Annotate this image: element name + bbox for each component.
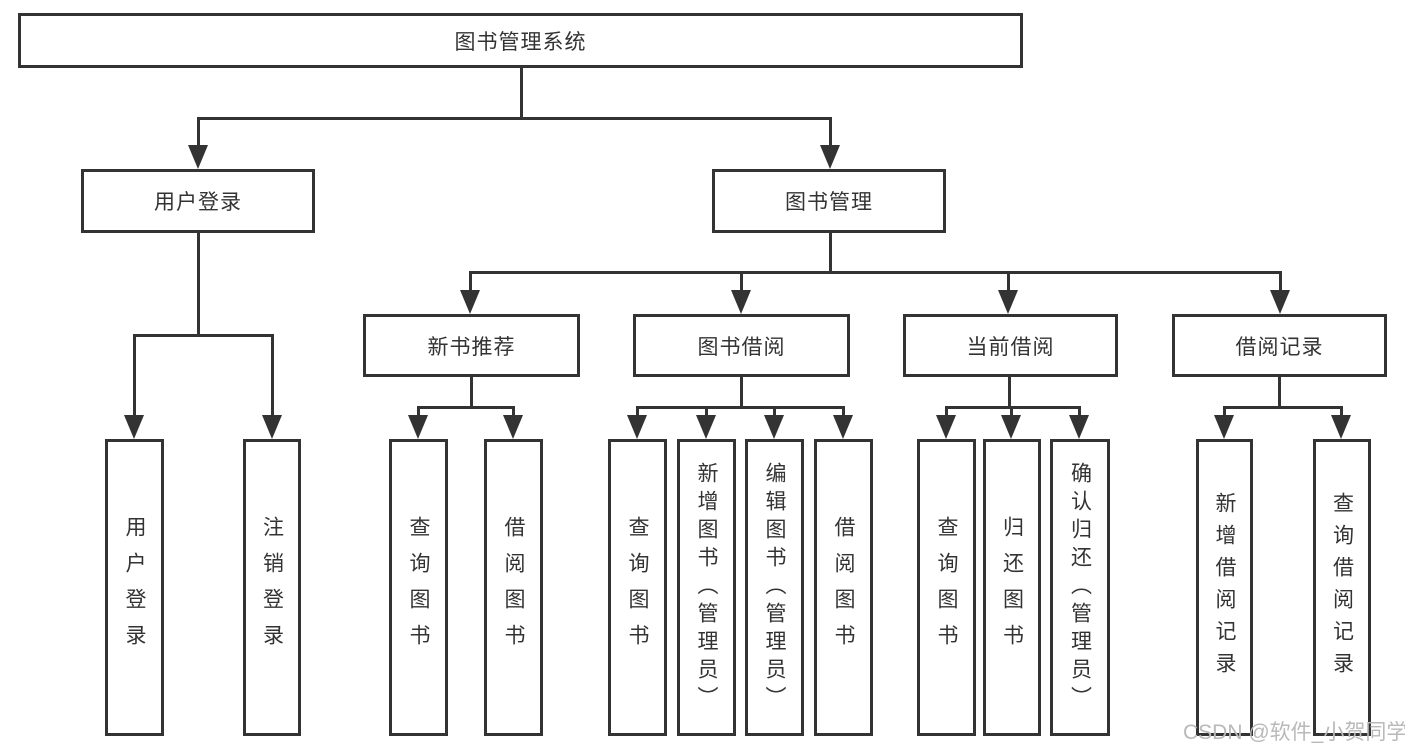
node-user-login-branch: 用户登录 [81, 169, 315, 233]
connector-line [1223, 406, 1343, 409]
connector-line [740, 271, 743, 292]
connector-line [842, 406, 845, 417]
arrowhead-down-icon [998, 290, 1018, 314]
node-root-library-management-system: 图书管理系统 [18, 13, 1023, 68]
leaf-user-login-label: 用户登录 [123, 515, 146, 660]
connector-line [636, 406, 639, 417]
node-book-borrowing: 图书借阅 [633, 314, 850, 377]
leaf-add-books-admin-label: 新增图书（管理员） [695, 461, 718, 714]
leaf-query-books-2: 查询图书 [608, 439, 667, 736]
leaf-edit-books-admin-label: 编辑图书（管理员） [763, 461, 786, 714]
leaf-borrow-books-1: 借阅图书 [484, 439, 543, 736]
connector-line [512, 406, 515, 417]
connector-line [1078, 406, 1081, 417]
connector-line [271, 334, 274, 417]
arrowhead-down-icon [731, 290, 751, 314]
arrowhead-down-icon [188, 145, 208, 169]
leaf-confirm-return-admin-label: 确认归还（管理员） [1068, 461, 1092, 714]
connector-line [829, 233, 832, 274]
arrowhead-down-icon [1214, 415, 1234, 439]
leaf-query-books-2-label: 查询图书 [626, 515, 649, 660]
leaf-return-books-label: 归还图书 [1000, 515, 1024, 660]
node-current-borrowing: 当前借阅 [903, 314, 1118, 377]
connector-line [197, 117, 200, 147]
connector-line [705, 406, 708, 417]
arrowhead-down-icon [408, 415, 428, 439]
connector-line [945, 406, 948, 417]
leaf-add-borrow-record: 新增借阅记录 [1196, 439, 1253, 736]
arrowhead-down-icon [1069, 415, 1089, 439]
connector-line [133, 334, 136, 417]
arrowhead-down-icon [696, 415, 716, 439]
leaf-add-borrow-record-label: 新增借阅记录 [1213, 491, 1236, 684]
leaf-query-books-1: 查询图书 [389, 439, 448, 736]
connector-line [740, 377, 743, 409]
arrowhead-down-icon [1331, 415, 1351, 439]
node-new-book-recommendation: 新书推荐 [363, 314, 580, 377]
leaf-borrow-books-1-label: 借阅图书 [502, 515, 525, 660]
arrowhead-down-icon [764, 415, 784, 439]
node-book-management-branch: 图书管理 [712, 169, 946, 233]
connector-line [1278, 377, 1281, 409]
leaf-confirm-return-admin: 确认归还（管理员） [1050, 439, 1110, 736]
arrowhead-down-icon [627, 415, 647, 439]
connector-line [1007, 271, 1010, 292]
leaf-return-books: 归还图书 [983, 439, 1041, 736]
arrowhead-down-icon [124, 415, 144, 439]
leaf-query-books-3: 查询图书 [917, 439, 976, 736]
arrowhead-down-icon [820, 145, 840, 169]
connector-line [1008, 377, 1011, 409]
connector-line [1279, 271, 1282, 292]
connector-line [1223, 406, 1226, 417]
leaf-query-borrow-record: 查询借阅记录 [1313, 439, 1371, 736]
leaf-add-books-admin: 新增图书（管理员） [677, 439, 736, 736]
arrowhead-down-icon [1270, 290, 1290, 314]
leaf-edit-books-admin: 编辑图书（管理员） [745, 439, 804, 736]
leaf-query-books-3-label: 查询图书 [935, 515, 958, 660]
arrowhead-down-icon [262, 415, 282, 439]
leaf-query-borrow-record-label: 查询借阅记录 [1330, 491, 1354, 684]
connector-line [636, 406, 845, 409]
arrowhead-down-icon [833, 415, 853, 439]
connector-line [197, 117, 832, 120]
connector-line [469, 271, 1282, 274]
arrowhead-down-icon [503, 415, 523, 439]
connector-line [133, 334, 274, 337]
leaf-user-login: 用户登录 [105, 439, 164, 736]
csdn-watermark: CSDN @软件_小贺同学 [1183, 721, 1405, 744]
connector-line [417, 406, 515, 409]
leaf-borrow-books-2: 借阅图书 [814, 439, 873, 736]
connector-line [417, 406, 420, 417]
leaf-logout-label: 注销登录 [260, 515, 284, 660]
connector-line [1340, 406, 1343, 417]
leaf-query-books-1-label: 查询图书 [407, 515, 430, 660]
connector-line [1010, 406, 1013, 417]
connector-line [829, 117, 832, 147]
leaf-borrow-books-2-label: 借阅图书 [832, 515, 855, 660]
connector-line [945, 406, 1081, 409]
connector-line [773, 406, 776, 417]
arrowhead-down-icon [936, 415, 956, 439]
connector-line [520, 67, 523, 119]
arrowhead-down-icon [460, 290, 480, 314]
connector-line [197, 233, 200, 337]
connector-line [470, 377, 473, 409]
node-borrowing-records: 借阅记录 [1172, 314, 1387, 377]
connector-line [469, 271, 472, 292]
arrowhead-down-icon [1001, 415, 1021, 439]
leaf-logout: 注销登录 [243, 439, 301, 736]
